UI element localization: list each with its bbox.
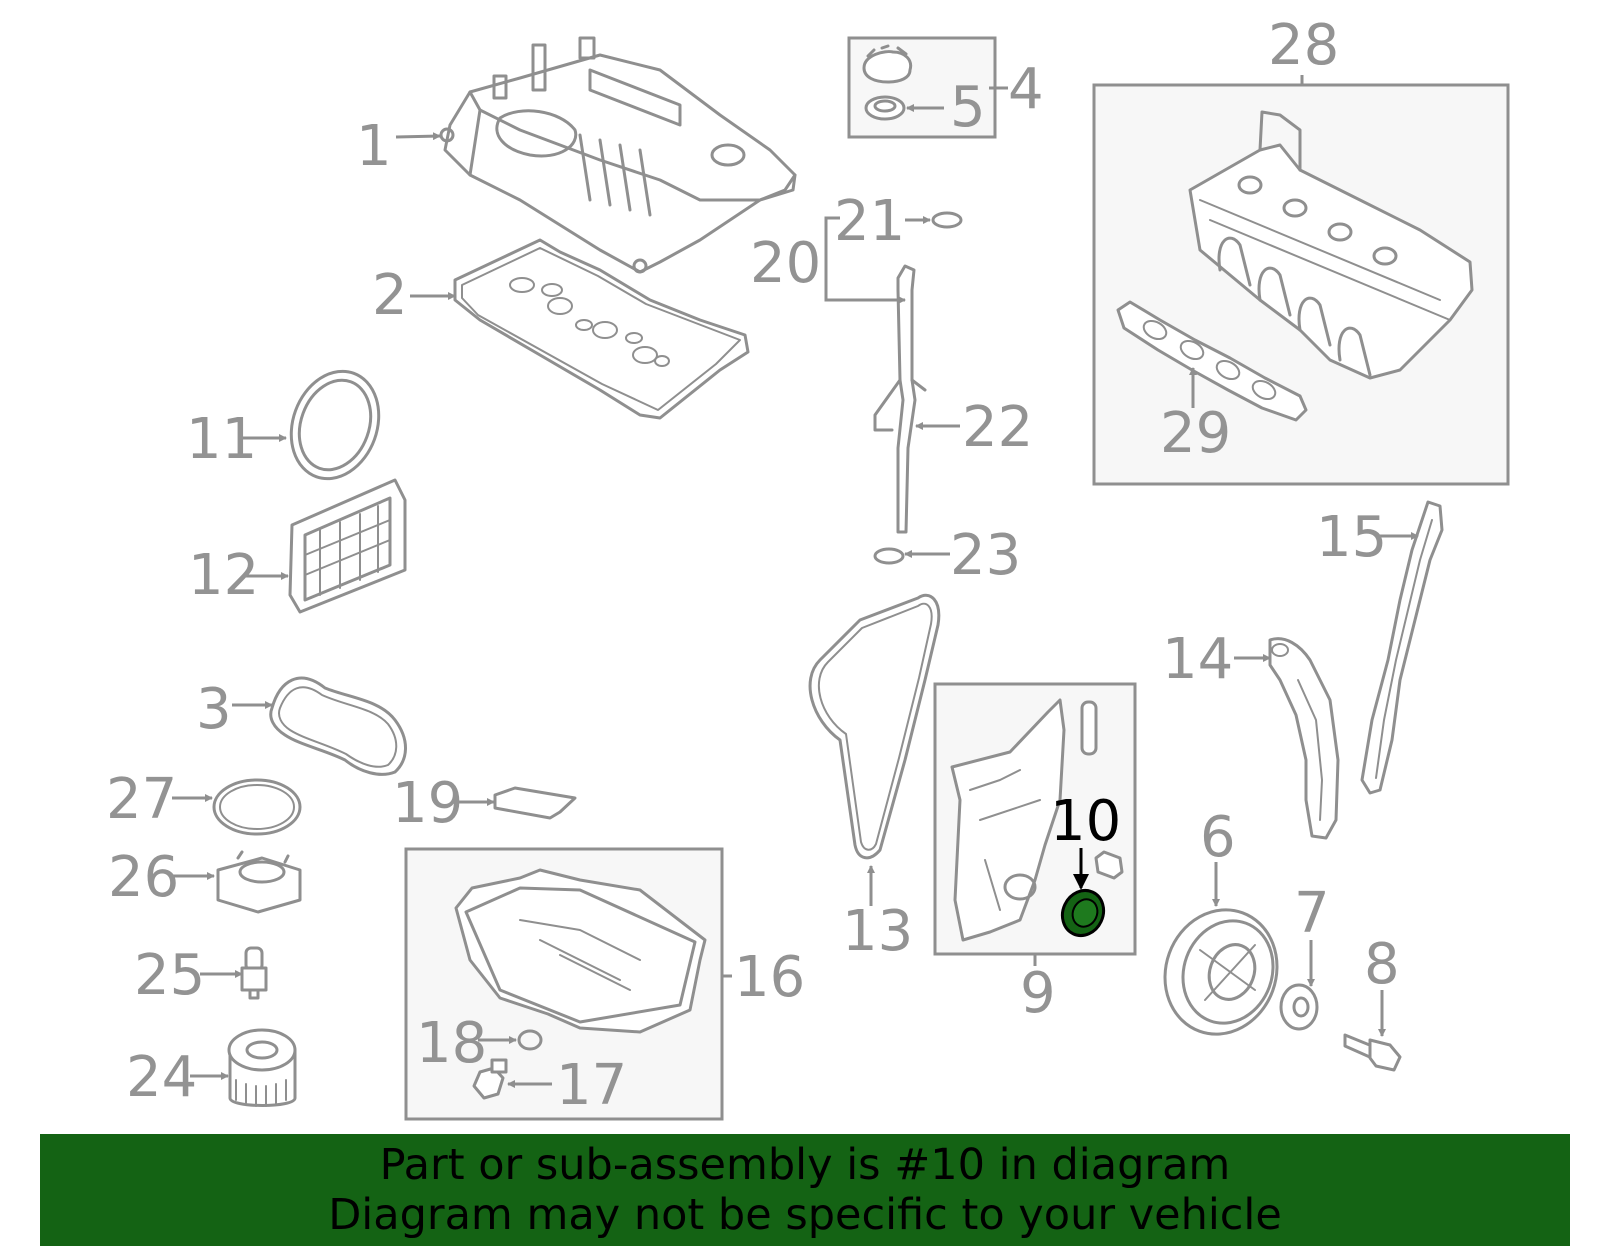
part-1-valve-cover: [439, 36, 797, 274]
callout-15: 15: [1316, 505, 1387, 570]
part-29-manifold-gasket: [1116, 300, 1308, 422]
part-28-intake-manifold: [1188, 110, 1474, 380]
callout-6: 6: [1200, 805, 1236, 870]
part-25-oil-pressure-sensor: [240, 946, 268, 1000]
part-24-oil-filter: [227, 1028, 297, 1107]
callout-1: 1: [356, 114, 392, 179]
part-4-oil-filler-cap: [862, 44, 913, 84]
callout-21: 21: [834, 189, 905, 254]
callout-10: 10: [1050, 789, 1121, 854]
callout-27: 27: [106, 767, 177, 832]
part-23-o-ring: [873, 547, 905, 565]
callout-19: 19: [392, 771, 463, 836]
callout-12: 12: [188, 543, 259, 608]
banner-line-1: Part or sub-assembly is #10 in diagram: [379, 1140, 1231, 1190]
callout-4: 4: [1008, 57, 1044, 122]
callout-18: 18: [416, 1011, 487, 1076]
callout-29: 29: [1160, 401, 1231, 466]
part-15-chain-guide: [1360, 500, 1444, 795]
callout-16: 16: [734, 945, 805, 1010]
part-3-gasket: [269, 676, 407, 776]
part-26-oil-cooler: [216, 850, 302, 914]
info-banner: Part or sub-assembly is #10 in diagram D…: [40, 1134, 1570, 1246]
callout-2: 2: [372, 263, 408, 328]
part-17-drain-plug: [472, 1058, 508, 1100]
leader-lines: [172, 75, 1419, 1088]
part-27-o-ring: [212, 778, 302, 836]
part-11-crankshaft-rear-seal: [289, 369, 381, 481]
part-12-cover-plate: [288, 478, 407, 614]
callout-14: 14: [1162, 627, 1233, 692]
callout-24: 24: [126, 1045, 197, 1110]
callout-22: 22: [962, 395, 1033, 460]
callout-3: 3: [196, 677, 232, 742]
part-5-cap-seal: [864, 95, 906, 121]
part-10-front-crankshaft-seal: [1060, 889, 1106, 937]
part-16-oil-pan: [454, 868, 707, 1034]
callout-20: 20: [750, 231, 821, 296]
callout-8: 8: [1364, 932, 1400, 997]
callout-11: 11: [186, 407, 257, 472]
part-9-timing-chain-cover: [950, 698, 1124, 942]
part-2-valve-cover-gasket: [453, 238, 750, 420]
part-18-washer: [517, 1029, 543, 1051]
part-8-pulley-bolt: [1343, 1033, 1402, 1072]
part-14-tensioner-arm: [1268, 637, 1340, 840]
part-22-dipstick-guide: [873, 264, 927, 534]
callout-25: 25: [134, 943, 205, 1008]
callout-5: 5: [950, 75, 986, 140]
part-19-seal: [493, 786, 577, 820]
callout-7: 7: [1294, 881, 1330, 946]
part-21-o-ring: [931, 211, 963, 229]
callout-23: 23: [950, 523, 1021, 588]
callout-labels: 1 2 3 4 5 6 7 8 9 10 11 12 13 14 15 16 1…: [106, 13, 1400, 1118]
part-6-crankshaft-pulley: [1163, 908, 1279, 1036]
part-7-washer: [1279, 983, 1319, 1031]
callout-9: 9: [1020, 961, 1056, 1026]
callout-28: 28: [1268, 13, 1339, 78]
part-13-timing-chain: [808, 593, 941, 860]
callout-26: 26: [108, 845, 179, 910]
callout-17: 17: [556, 1053, 627, 1118]
banner-line-2: Diagram may not be specific to your vehi…: [328, 1190, 1282, 1240]
callout-13: 13: [842, 899, 913, 964]
